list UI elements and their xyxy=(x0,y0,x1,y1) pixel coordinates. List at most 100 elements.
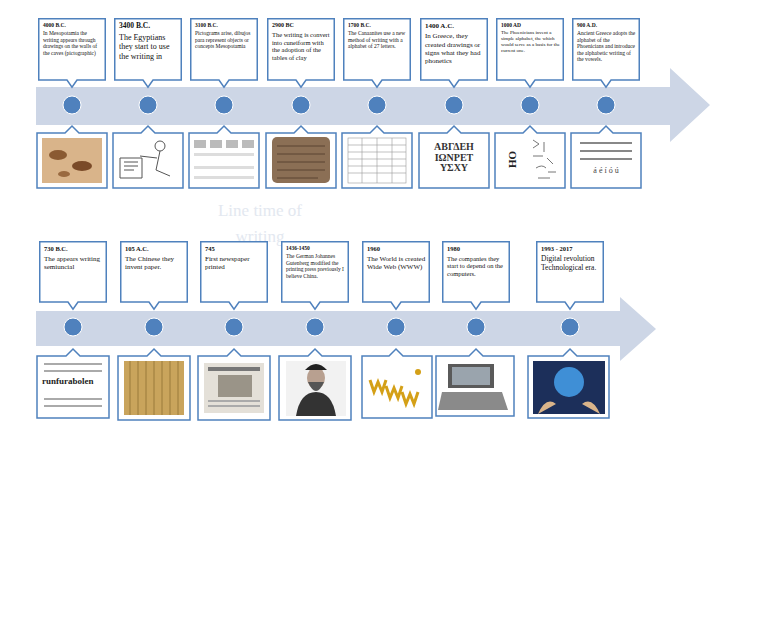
table-lines xyxy=(348,138,406,183)
timeline-dot xyxy=(139,96,157,114)
callout-shape xyxy=(537,242,604,310)
event-text: The German Johannes Gutenberg modified t… xyxy=(286,253,345,279)
cave-wall xyxy=(42,138,102,183)
pictogram xyxy=(210,140,222,148)
headline xyxy=(208,367,260,371)
pictogram xyxy=(226,140,238,148)
date-label: 745 xyxy=(205,245,264,253)
phoenician-script xyxy=(533,140,556,178)
callout-body: 900 A.D.Ancient Greece adopts the alphab… xyxy=(572,18,640,80)
image-frame xyxy=(495,126,565,188)
callout-box: 4000 B.C.In Mesopotamia the writing appe… xyxy=(38,18,106,88)
callout-body: 1980The companies they start to depend o… xyxy=(442,241,510,302)
callout-shape xyxy=(121,242,188,310)
laptop-screen xyxy=(448,364,494,388)
callout-box: 1993 - 2017Digital revolution Technologi… xyxy=(536,241,604,310)
timeline-arrow xyxy=(36,297,656,361)
callout-box: 1400 A.C.In Greece, they created drawing… xyxy=(420,18,488,88)
event-text: Pictograms arise, dibujos para represent… xyxy=(195,30,254,49)
event-text: The Egyptians they start to use the writ… xyxy=(119,33,178,61)
callout-body: 105 A.C.The Chinese they invent paper. xyxy=(120,241,188,302)
digital-bg xyxy=(533,361,605,414)
portrait-bg xyxy=(286,361,346,416)
event-text: Digital revolution Technological era. xyxy=(541,255,600,273)
scroll xyxy=(124,361,184,415)
image-frame xyxy=(198,349,270,420)
timeline-dot xyxy=(521,96,539,114)
date-label: 900 A.D. xyxy=(577,22,636,28)
callout-shape xyxy=(201,242,268,310)
date-label: 1700 B.C. xyxy=(348,22,407,28)
image-frame xyxy=(571,126,641,188)
column xyxy=(208,405,260,407)
callout-box: 3400 B.C.The Egyptians they start to use… xyxy=(114,18,182,88)
image-frame xyxy=(279,349,351,420)
image-text: runfurabolen xyxy=(42,377,106,386)
www-shape xyxy=(370,380,418,404)
callout-body: 4000 B.C.In Mesopotamia the writing appe… xyxy=(38,18,106,80)
image-frame xyxy=(189,126,259,188)
gutenberg-portrait xyxy=(286,361,346,416)
callout-shape xyxy=(115,19,182,88)
callout-body: 1993 - 2017Digital revolution Technologi… xyxy=(536,241,604,302)
event-text: The Chinese they invent paper. xyxy=(125,255,184,272)
event-text: The appears writing semiuncial xyxy=(44,255,103,272)
cuneiform xyxy=(277,146,325,178)
date-label: 1000 AD xyxy=(501,22,560,28)
callout-shape xyxy=(39,19,106,88)
callout-box: 900 A.D.Ancient Greece adopts the alphab… xyxy=(572,18,640,88)
callout-body: 3400 B.C.The Egyptians they start to use… xyxy=(114,18,182,80)
cave-figure xyxy=(58,171,70,177)
scribe-body xyxy=(120,151,170,178)
callout-box: 1700 B.C.The Canaanites use a new method… xyxy=(343,18,411,88)
image-text: ΑΒΓΔΕΗ ΙΩΝΡΕΤ ΥΣΧΥ xyxy=(424,142,484,174)
callout-shape xyxy=(421,19,488,88)
callout-shape xyxy=(344,19,411,88)
event-text: First newspaper printed xyxy=(205,255,264,272)
timeline-dot xyxy=(368,96,386,114)
event-text: The companies they start to depend on th… xyxy=(447,255,506,278)
timeline-dot xyxy=(306,318,324,336)
callout-shape xyxy=(268,19,335,88)
callout-box: 2900 BCThe writing is convert into cunei… xyxy=(267,18,335,88)
scroll-lines xyxy=(130,361,178,415)
picture xyxy=(218,375,252,397)
image-frame xyxy=(266,126,336,188)
callout-body: 3100 B.C. Pictograms arise, dibujos para … xyxy=(190,18,258,80)
portrait-beard xyxy=(308,382,324,391)
newspaper xyxy=(204,363,264,413)
callout-body: 730 B.C. The appears writing semiuncial xyxy=(39,241,107,302)
callout-box: 1436-1450The German Johannes Gutenberg m… xyxy=(281,241,349,310)
image-frame xyxy=(37,126,107,188)
image-frame xyxy=(118,349,190,420)
callout-shape xyxy=(497,19,564,88)
callout-box: 730 B.C. The appears writing semiuncial xyxy=(39,241,107,310)
event-text: The writing is convert into cuneiform wi… xyxy=(272,31,331,62)
image-frame xyxy=(528,349,609,418)
callout-body: 1436-1450The German Johannes Gutenberg m… xyxy=(281,241,349,302)
callout-box: 105 A.C.The Chinese they invent paper. xyxy=(120,241,188,310)
vowel-chart xyxy=(580,142,632,160)
image-frame xyxy=(362,349,432,418)
date-label: 1960 xyxy=(367,245,426,253)
hands xyxy=(538,402,600,414)
pictogram xyxy=(242,140,254,148)
pictogram-chart xyxy=(194,140,254,179)
timeline-dot xyxy=(561,318,579,336)
image-frame xyxy=(342,126,412,188)
callout-body: 1700 B.C.The Canaanites use a new method… xyxy=(343,18,411,80)
callout-body: 1000 ADThe Phoenicians invent a simple a… xyxy=(496,18,564,80)
timeline-dot xyxy=(467,318,485,336)
date-label: 3100 B.C. xyxy=(195,22,254,28)
cave-figure xyxy=(49,150,67,160)
image-frame xyxy=(37,349,109,418)
callout-shape xyxy=(40,242,107,310)
callout-shape xyxy=(363,242,430,310)
event-text: In Mesopotamia the writing appears throu… xyxy=(43,30,102,56)
image-frame xyxy=(113,126,183,188)
glyph-row xyxy=(580,142,632,144)
date-label: 1400 A.C. xyxy=(425,22,484,30)
date-label: 730 B.C. xyxy=(44,245,103,253)
callout-box: 1000 ADThe Phoenicians invent a simple a… xyxy=(496,18,564,88)
paper-scroll xyxy=(124,361,184,415)
